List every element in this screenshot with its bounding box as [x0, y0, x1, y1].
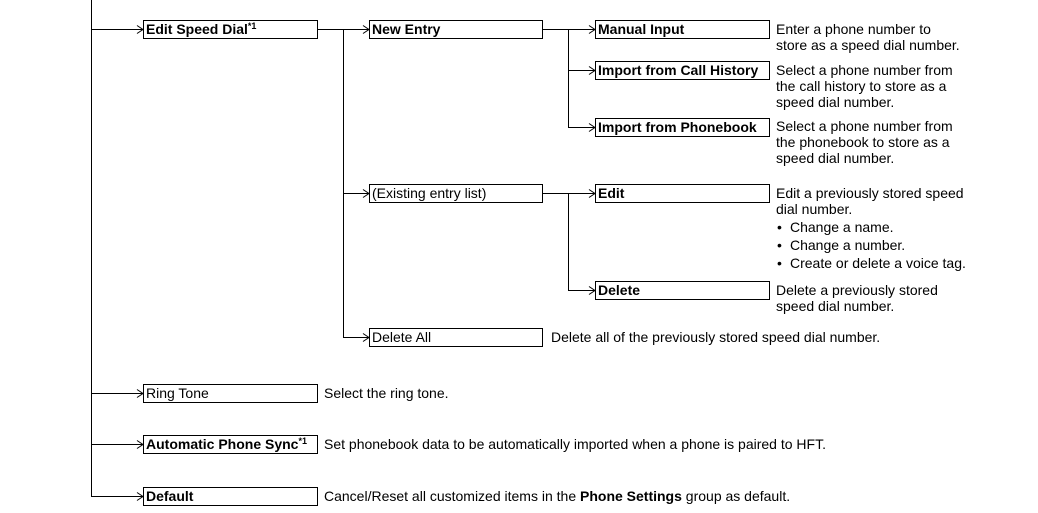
delete-all-item[interactable]: Delete All: [369, 328, 543, 347]
automatic-phone-sync-item[interactable]: Automatic Phone Sync*1: [143, 435, 318, 454]
edit-speed-dial-item[interactable]: Edit Speed Dial*1: [143, 20, 318, 39]
default-description: Cancel/Reset all customized items in the…: [324, 488, 791, 504]
phone-settings-term: Phone Settings: [580, 488, 682, 504]
default-item[interactable]: Default: [143, 487, 318, 506]
default-label: Default: [146, 488, 194, 504]
delete-description: Delete a previously stored speed dial nu…: [776, 282, 938, 314]
bullet-change-number: Change a number.: [776, 237, 966, 253]
manual-input-label: Manual Input: [598, 21, 685, 37]
new-entry-label: New Entry: [372, 21, 441, 37]
existing-entry-list-item[interactable]: (Existing entry list): [369, 184, 543, 203]
delete-item[interactable]: Delete: [595, 281, 770, 300]
existing-entry-list-label: (Existing entry list): [372, 185, 487, 201]
manual-input-description: Enter a phone number to store as a speed…: [776, 21, 960, 53]
bullet-change-name: Change a name.: [776, 219, 966, 235]
import-call-history-item[interactable]: Import from Call History: [595, 61, 770, 80]
delete-all-label: Delete All: [372, 329, 432, 345]
edit-speed-dial-label: Edit Speed Dial: [146, 21, 248, 37]
edit-label: Edit: [598, 185, 625, 201]
edit-item[interactable]: Edit: [595, 184, 770, 203]
delete-label: Delete: [598, 282, 641, 298]
import-phonebook-label: Import from Phonebook: [598, 119, 757, 135]
footnote-marker: *1: [247, 21, 257, 31]
manual-input-item[interactable]: Manual Input: [595, 20, 770, 39]
delete-all-description: Delete all of the previously stored spee…: [551, 329, 881, 345]
import-call-history-description: Select a phone number from the call hist…: [776, 62, 953, 110]
edit-description: Edit a previously stored speed dial numb…: [776, 185, 966, 271]
import-phonebook-item[interactable]: Import from Phonebook: [595, 118, 770, 137]
bullet-voice-tag: Create or delete a voice tag.: [776, 255, 966, 271]
ring-tone-item[interactable]: Ring Tone: [143, 384, 318, 403]
automatic-phone-sync-label: Automatic Phone Sync: [146, 436, 299, 452]
automatic-phone-sync-description: Set phonebook data to be automatically i…: [324, 436, 826, 452]
import-phonebook-description: Select a phone number from the phonebook…: [776, 118, 953, 166]
ring-tone-description: Select the ring tone.: [324, 385, 449, 401]
import-call-history-label: Import from Call History: [598, 62, 759, 78]
new-entry-item[interactable]: New Entry: [369, 20, 543, 39]
ring-tone-label: Ring Tone: [146, 385, 209, 401]
footnote-marker: *1: [298, 436, 307, 446]
